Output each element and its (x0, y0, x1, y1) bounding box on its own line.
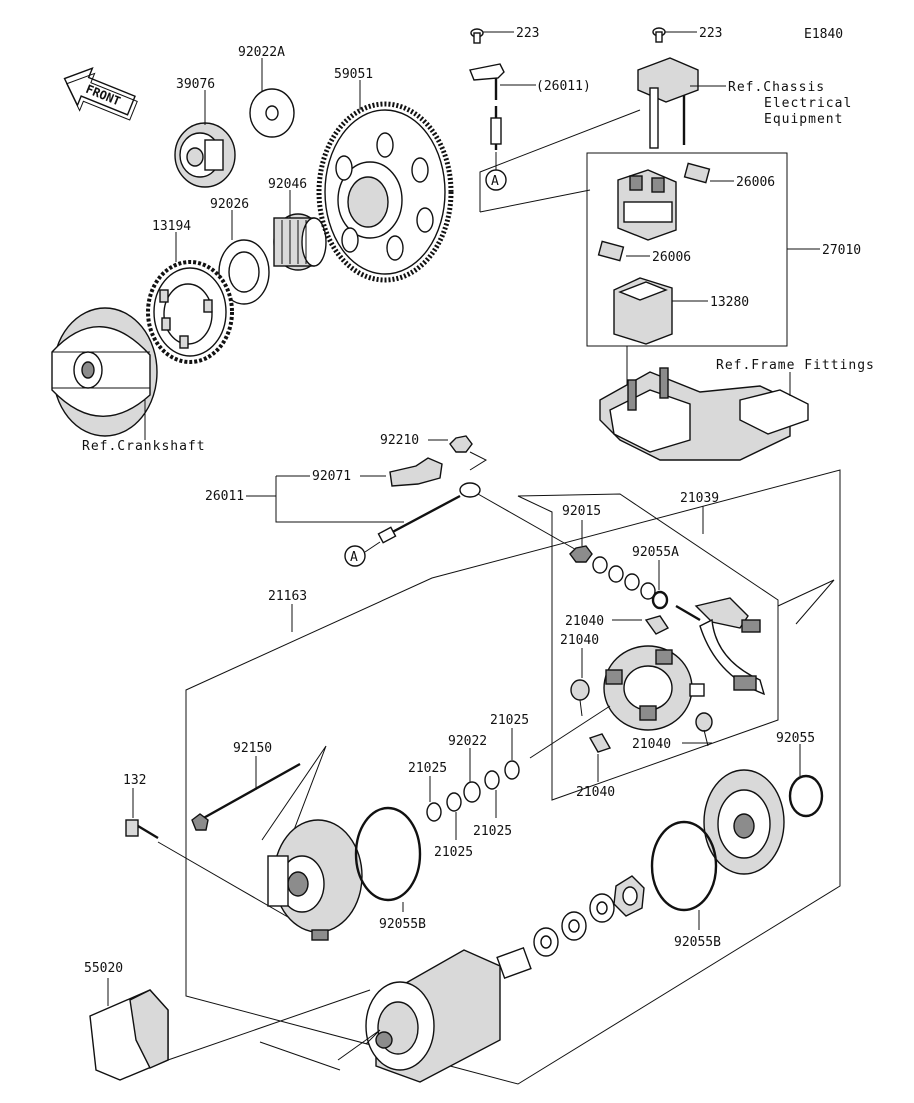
callout-132: 132 (123, 773, 146, 788)
callout-92046: 92046 (268, 177, 307, 192)
callout-92210: 92210 (380, 433, 419, 448)
callout-26011: 26011 (205, 489, 244, 504)
callout-21025-b: 21025 (434, 845, 473, 860)
washer-21025-d (504, 760, 520, 780)
needle-bearing-92046 (273, 213, 327, 271)
washer-92022 (463, 781, 481, 803)
callout-92150: 92150 (233, 741, 272, 756)
callout-27010: 27010 (822, 243, 861, 258)
washer-21025-b (446, 792, 462, 812)
connector-a-top-label: A (491, 174, 499, 189)
spring-21040-c (695, 712, 713, 747)
callout-26006-upper: 26006 (736, 175, 775, 190)
washer-92026 (218, 239, 270, 305)
shim-stack-front (533, 893, 615, 957)
washer-21025-a (426, 802, 442, 822)
o-ring-92055B-right (650, 820, 718, 912)
one-way-clutch-13194 (146, 260, 234, 364)
fuse-26006-upper (683, 162, 711, 184)
callout-21040-d: 21040 (576, 785, 615, 800)
washer-92022A (249, 88, 295, 138)
spring-21040-a (644, 615, 670, 635)
callout-21040-a: 21040 (565, 614, 604, 629)
starter-relay (617, 169, 677, 241)
spring-21040-b (570, 679, 590, 717)
frame-fitting-bracket (599, 367, 809, 461)
o-ring-92055 (788, 774, 824, 818)
bolt-92150 (191, 762, 301, 831)
callout-92055B-right: 92055B (674, 935, 721, 950)
ref-chassis-line1: Ref.Chassis (728, 80, 825, 95)
lock-washer-front (613, 875, 645, 917)
cable-26011-top (469, 63, 505, 150)
callout-92015: 92015 (562, 504, 601, 519)
screw-223-right (652, 27, 666, 43)
callout-92022A: 92022A (238, 45, 285, 60)
callout-21163: 21163 (268, 589, 307, 604)
connector-a-top: A (485, 169, 507, 191)
callout-92026: 92026 (210, 197, 249, 212)
diagram-code: E1840 (804, 27, 843, 42)
callout-92022: 92022 (448, 734, 487, 749)
washer-21025-c (484, 770, 500, 790)
brush-holder-outline (517, 493, 779, 801)
callout-59051: 59051 (334, 67, 373, 82)
callout-21025-c: 21025 (473, 824, 512, 839)
armature-motor-body (365, 946, 532, 1083)
brush-holder-plate (603, 645, 705, 731)
callout-13194: 13194 (152, 219, 191, 234)
spring-21040-d (588, 733, 612, 753)
callout-21040-b: 21040 (560, 633, 599, 648)
callout-92055B-left: 92055B (379, 917, 426, 932)
callout-39076: 39076 (176, 77, 215, 92)
front-arrow-icon: FRONT (63, 67, 138, 121)
callout-13280: 13280 (710, 295, 749, 310)
o-ring-92055B-left (354, 806, 422, 902)
end-cover-front (703, 769, 785, 875)
callout-92055: 92055 (776, 731, 815, 746)
idle-gear-39076 (174, 122, 236, 188)
callout-223-right: 223 (699, 26, 722, 41)
starter-motor-outline (185, 469, 841, 1085)
nut-92210 (449, 435, 473, 453)
crankshaft-rotor (51, 307, 158, 437)
cover-55020 (89, 989, 169, 1081)
callout-21040-c: 21040 (632, 737, 671, 752)
ref-chassis-line3: Equipment (764, 112, 843, 127)
callout-21039: 21039 (680, 491, 719, 506)
screw-223-left (470, 28, 484, 44)
relay-cover-13280 (613, 277, 673, 345)
callout-92055A: 92055A (632, 545, 679, 560)
end-cover-rear (267, 819, 363, 941)
ref-frame-fittings: Ref.Frame Fittings (716, 358, 875, 373)
terminal-cap-92071 (389, 457, 443, 487)
nut-92015 (569, 545, 593, 563)
callout-21025-d: 21025 (490, 713, 529, 728)
callout-26011-top: (26011) (536, 79, 591, 94)
o-ring-92055A (651, 590, 669, 610)
brush-plate-terminal (675, 597, 766, 696)
callout-26006-lower: 26006 (652, 250, 691, 265)
fuse-26006-lower (597, 240, 625, 262)
callout-223-left: 223 (516, 26, 539, 41)
bolt-132 (125, 819, 159, 840)
washer-stack (592, 556, 656, 600)
chassis-bracket (637, 57, 699, 149)
connector-a-bottom-label: A (350, 550, 358, 565)
callout-21025-a: 21025 (408, 761, 447, 776)
callout-55020: 55020 (84, 961, 123, 976)
connector-a-bottom: A (344, 545, 366, 567)
callout-92071: 92071 (312, 469, 351, 484)
starter-cable-26011 (377, 482, 481, 544)
ref-chassis-line2: Electrical (764, 96, 852, 111)
ref-crankshaft: Ref.Crankshaft (82, 439, 206, 454)
starter-gear-59051 (316, 101, 454, 283)
